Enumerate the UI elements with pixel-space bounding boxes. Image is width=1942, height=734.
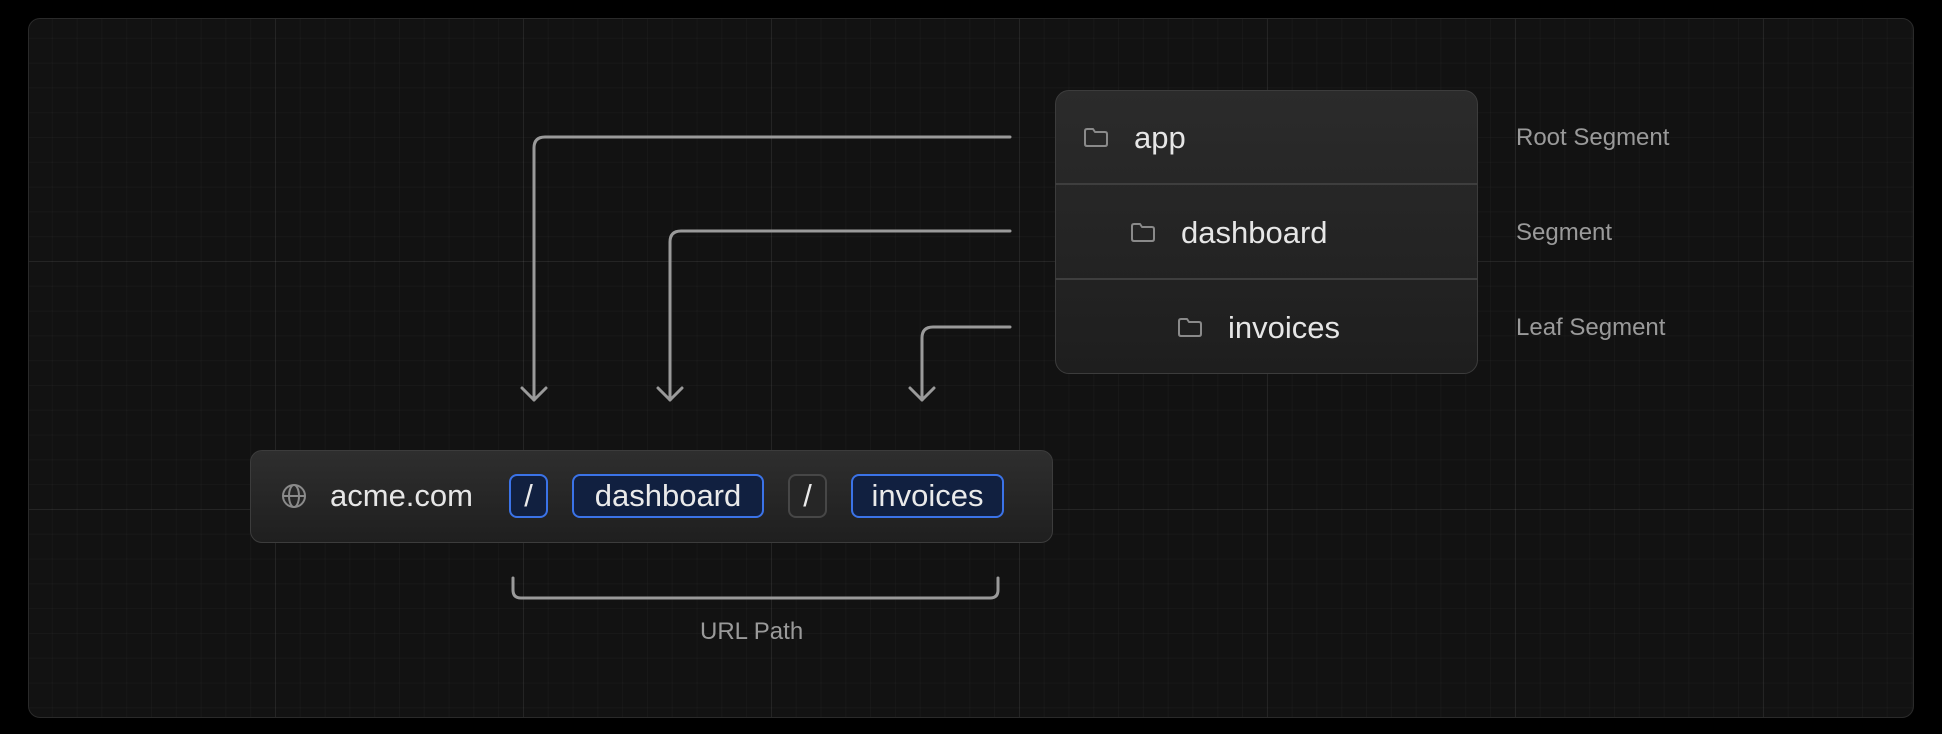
leaf-segment-label: Leaf Segment — [1516, 314, 1666, 341]
url-segment-dashboard: dashboard — [572, 474, 764, 518]
tree-item-app: app — [1134, 120, 1186, 155]
url-segment-invoices: invoices — [851, 474, 1004, 518]
arrowhead-root-slash — [520, 386, 548, 402]
folder-icon — [1131, 223, 1155, 242]
connector-dashboard-to-dashboard — [668, 229, 1012, 402]
tree-divider — [1055, 278, 1478, 280]
tree-item-invoices: invoices — [1228, 310, 1340, 345]
folder-icon — [1084, 128, 1108, 147]
arrowhead-invoices — [908, 386, 936, 402]
folder-icon — [1178, 318, 1202, 337]
root-segment-label: Root Segment — [1516, 124, 1670, 151]
url-path-bracket — [511, 576, 1000, 600]
url-path-label: URL Path — [700, 618, 804, 645]
tree-item-dashboard: dashboard — [1181, 215, 1328, 250]
url-host: acme.com — [330, 478, 473, 513]
tree-divider — [1055, 183, 1478, 185]
diagram-canvas — [28, 18, 1914, 718]
globe-icon — [282, 484, 306, 508]
connector-invoices-to-invoices — [920, 325, 1012, 402]
folder-tree — [1055, 90, 1478, 374]
segment-label: Segment — [1516, 219, 1613, 246]
url-segment-separator-slash: / — [788, 474, 827, 518]
url-segment-root-slash: / — [509, 474, 548, 518]
arrowhead-dashboard — [656, 386, 684, 402]
connector-app-to-root-slash — [532, 135, 1012, 402]
